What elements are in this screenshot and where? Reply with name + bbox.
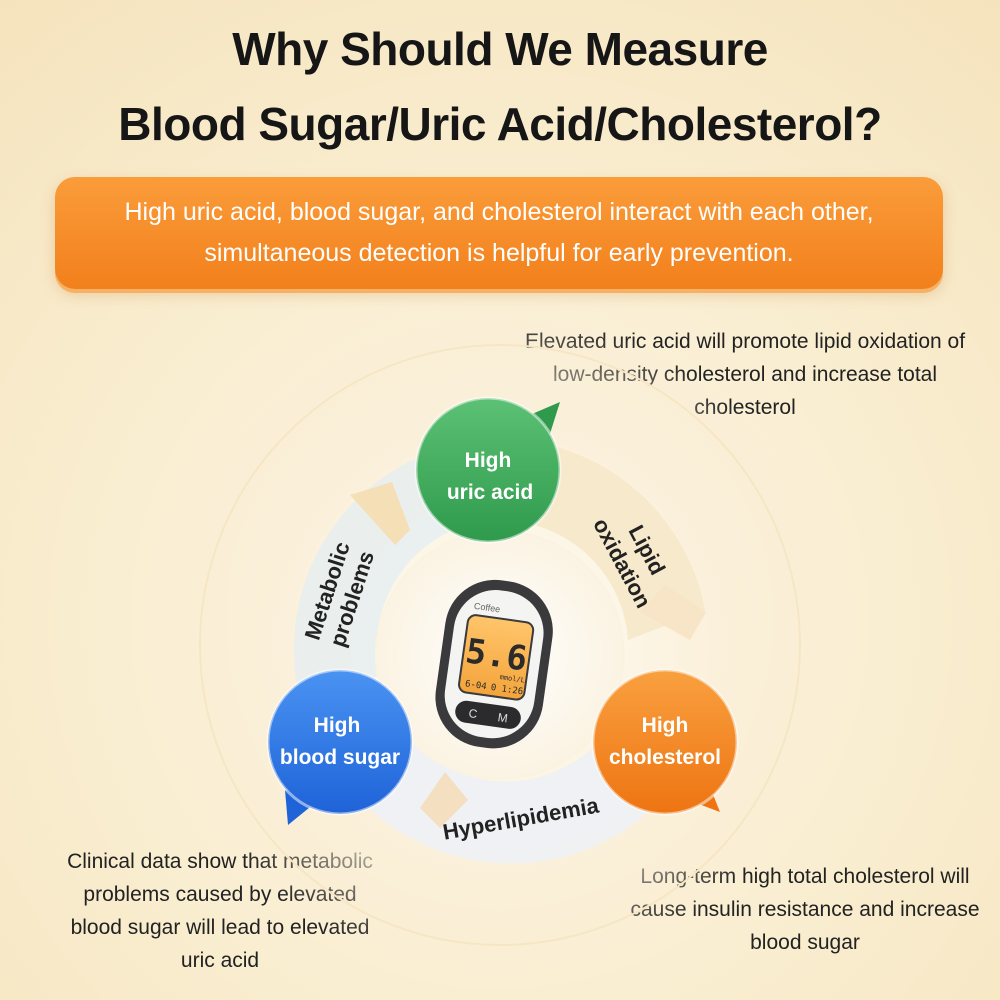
uric-acid-bubble: High uric acid bbox=[414, 396, 562, 544]
meter-brand: Coffee bbox=[473, 601, 500, 615]
glucose-meter: Coffee 5.6 mmol/L 6-04 0 1:26 C M bbox=[435, 579, 553, 749]
meter-button-c: C bbox=[468, 706, 479, 721]
cholesterol-bubble: High cholesterol bbox=[591, 668, 739, 816]
uric-acid-line1: High bbox=[465, 449, 512, 472]
meter-time: 0 1:26 bbox=[490, 683, 524, 697]
meter-screen bbox=[458, 614, 535, 701]
meter-reading: 5.6 bbox=[463, 631, 529, 679]
blood-sugar-bubble: High blood sugar bbox=[266, 668, 414, 825]
blood-sugar-line1: High bbox=[314, 714, 361, 737]
meter-button-m: M bbox=[497, 710, 509, 725]
cholesterol-line2: cholesterol bbox=[609, 746, 721, 769]
banner-text: High uric acid, blood sugar, and cholest… bbox=[124, 198, 874, 267]
info-banner: High uric acid, blood sugar, and cholest… bbox=[55, 177, 943, 289]
page-title-line2: Blood Sugar/Uric Acid/Cholesterol? bbox=[118, 98, 882, 150]
uric-acid-line2: uric acid bbox=[447, 481, 533, 504]
meter-unit: mmol/L bbox=[499, 673, 525, 684]
meter-date: 6-04 bbox=[464, 679, 487, 692]
blood-sugar-line2: blood sugar bbox=[280, 746, 400, 769]
meter-button-bar bbox=[455, 700, 521, 729]
cholesterol-line1: High bbox=[642, 714, 689, 737]
page-title-line1: Why Should We Measure bbox=[232, 23, 768, 75]
outer-ring bbox=[199, 344, 801, 946]
